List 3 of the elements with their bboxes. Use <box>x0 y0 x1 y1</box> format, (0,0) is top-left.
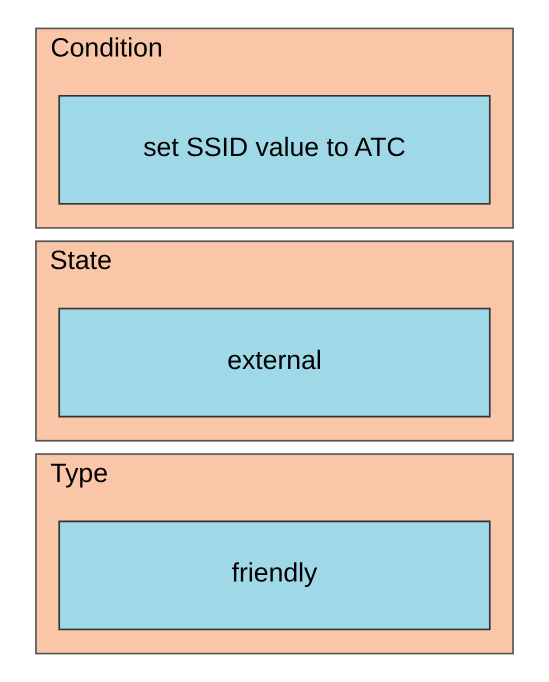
node-box: set SSID value to ATC <box>58 94 491 205</box>
node-box: external <box>58 308 491 418</box>
node-box: friendly <box>58 520 491 630</box>
